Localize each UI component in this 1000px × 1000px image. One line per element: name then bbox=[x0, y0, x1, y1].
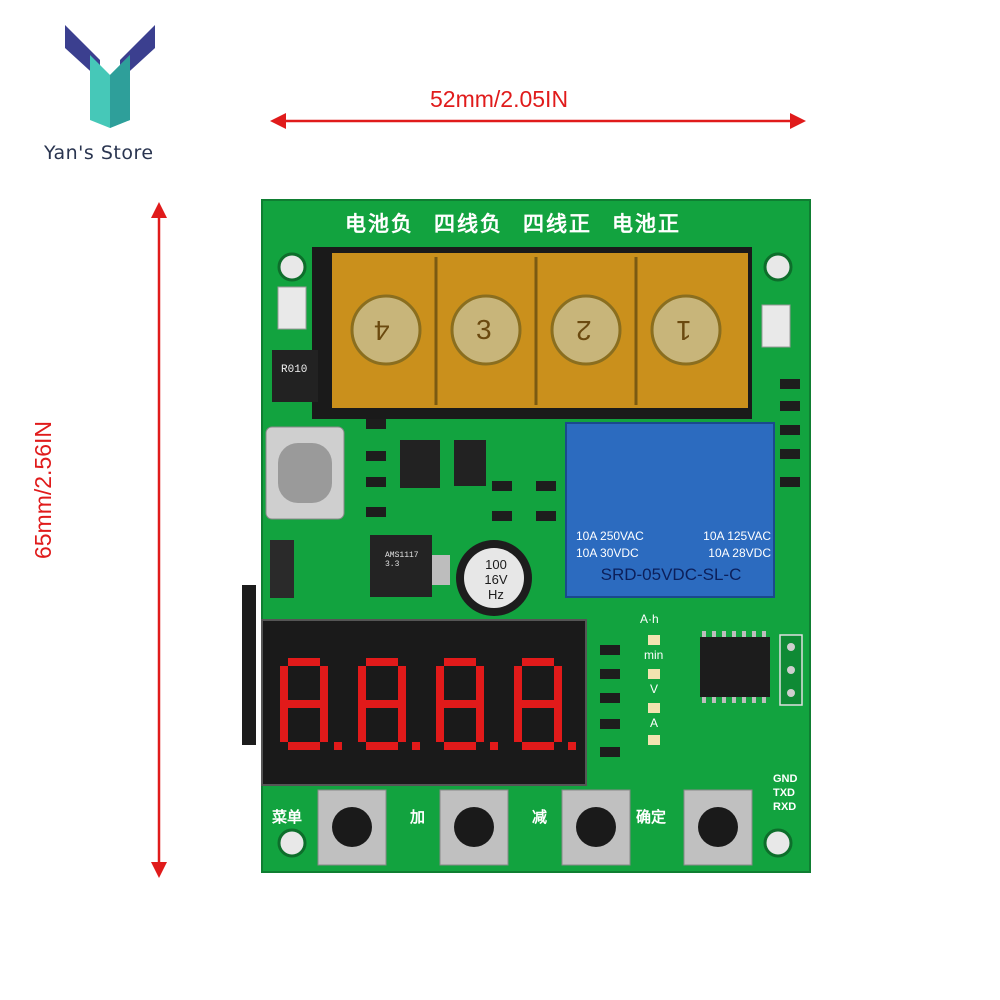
segment bbox=[522, 658, 554, 666]
segment bbox=[522, 742, 554, 750]
pin-rxd: RXD bbox=[773, 801, 797, 813]
pin-gnd: GND bbox=[773, 773, 798, 785]
segment bbox=[444, 658, 476, 666]
decimal-point bbox=[334, 742, 342, 750]
indicator-label-ah: A·h bbox=[640, 612, 659, 626]
segment bbox=[288, 742, 320, 750]
decimal-point bbox=[568, 742, 576, 750]
regulator-label: AMS1117 3.3 bbox=[385, 551, 419, 569]
serial-pin-labels: GND TXD RXD bbox=[773, 772, 797, 814]
seven-segment-display bbox=[280, 658, 576, 750]
terminal-number-3: 3 bbox=[476, 314, 492, 345]
segment bbox=[554, 666, 562, 704]
segment bbox=[522, 700, 554, 708]
button-label-menu: 菜单 bbox=[272, 808, 303, 826]
terminal-label-battery-pos: 电池正 bbox=[612, 211, 681, 236]
decimal-point bbox=[412, 742, 420, 750]
logo-mark bbox=[65, 25, 155, 128]
segment bbox=[398, 704, 406, 742]
segment bbox=[320, 666, 328, 704]
capacitor-label: 100 16V Hz bbox=[484, 557, 508, 602]
terminal-number-4: 4 bbox=[374, 315, 390, 346]
segment bbox=[476, 666, 484, 704]
segment bbox=[398, 666, 406, 704]
segment bbox=[476, 704, 484, 742]
terminal-number-1: 1 bbox=[676, 315, 692, 346]
terminal-label-battery-neg: 电池负 bbox=[345, 211, 414, 236]
terminal-label-4wire-pos: 四线正 bbox=[523, 211, 592, 236]
indicator-label-a: A bbox=[650, 716, 659, 730]
terminal-number-2: 2 bbox=[576, 315, 592, 346]
button-label-ok: 确定 bbox=[636, 808, 667, 826]
width-label: 52mm/2.05IN bbox=[430, 86, 569, 112]
segment bbox=[320, 704, 328, 742]
segment bbox=[444, 700, 476, 708]
width-dimension-arrow bbox=[270, 113, 806, 129]
segment bbox=[280, 704, 288, 742]
segment bbox=[288, 700, 320, 708]
terminal-labels: 电池负 四线负 四线正 电池正 bbox=[345, 208, 681, 238]
segment bbox=[366, 700, 398, 708]
indicator-label-min: min bbox=[644, 648, 664, 662]
relay-model: SRD-05VDC-SL-C bbox=[600, 565, 742, 584]
segment bbox=[436, 704, 444, 742]
height-label: 65mm/2.56IN bbox=[30, 420, 56, 560]
segment bbox=[288, 658, 320, 666]
button-label-minus: 减 bbox=[532, 808, 548, 826]
indicator-label-v: V bbox=[650, 682, 659, 696]
segment bbox=[358, 704, 366, 742]
pcb-board bbox=[242, 199, 811, 873]
segment bbox=[436, 666, 444, 704]
segment bbox=[554, 704, 562, 742]
segment bbox=[514, 666, 522, 704]
button-label-plus: 加 bbox=[410, 808, 426, 826]
segment bbox=[280, 666, 288, 704]
segment bbox=[514, 704, 522, 742]
segment bbox=[358, 666, 366, 704]
decimal-point bbox=[490, 742, 498, 750]
brand-name: Yan's Store bbox=[44, 142, 154, 164]
terminal-label-4wire-neg: 四线负 bbox=[434, 211, 503, 236]
segment bbox=[366, 742, 398, 750]
height-dimension-arrow bbox=[151, 202, 167, 878]
segment bbox=[366, 658, 398, 666]
shunt-resistor-label: R010 bbox=[281, 364, 308, 376]
pin-txd: TXD bbox=[773, 787, 795, 799]
segment bbox=[444, 742, 476, 750]
